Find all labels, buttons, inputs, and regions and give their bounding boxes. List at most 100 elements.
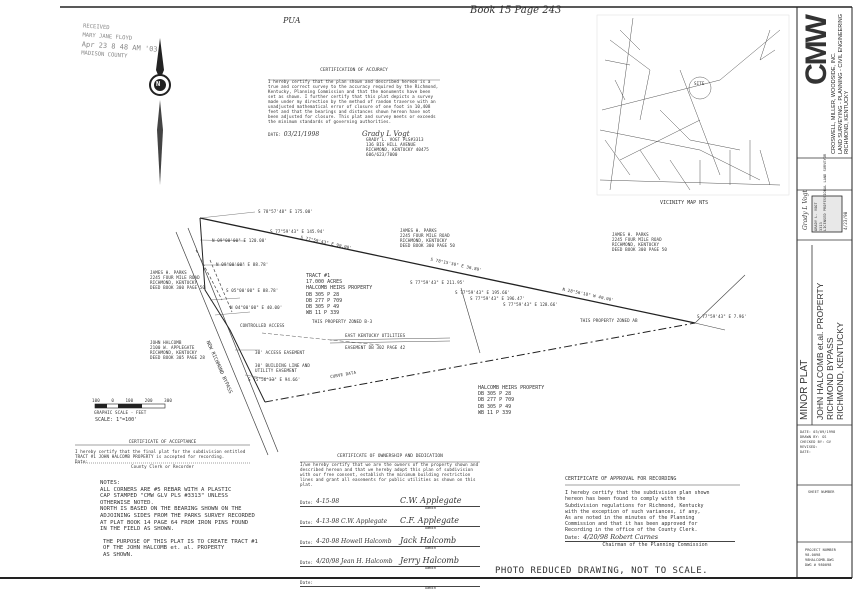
certificate-accuracy-title: CERTIFICATION OF ACCURACY bbox=[320, 68, 388, 73]
owner-date-label: Date: bbox=[300, 520, 314, 525]
project-number: 98-0098 bbox=[805, 553, 821, 557]
certificate-ownership: CERTIFICATE OF OWNERSHIP AND DEDICATION … bbox=[300, 454, 480, 590]
note-line: OTHERWISE NOTED. bbox=[100, 499, 154, 506]
approval-date-label: Date: bbox=[565, 534, 581, 541]
tract-line: HALCOMB HEIRS PROPERTY bbox=[306, 285, 373, 292]
owner-signature: Jerry Halcomb bbox=[400, 556, 459, 565]
drawing-info: DATE: 03/09/1998 DRAWN BY: GS CHECKED BY… bbox=[800, 430, 835, 455]
utilities-label: EAST KENTUCKY UTILITIES bbox=[345, 333, 406, 338]
surveyor-signature: Grady L Vogt bbox=[361, 130, 410, 138]
owner-date-label: Date: bbox=[300, 540, 314, 545]
neighbor-line: 2100 W. APPLEGATE bbox=[150, 345, 195, 350]
site-label: SITE bbox=[694, 81, 705, 86]
notes: NOTES: ALL CORNERS ARE #5 REBAR WITH A P… bbox=[100, 480, 258, 559]
scale-caption: GRAPHIC SCALE - FEET bbox=[94, 410, 147, 415]
footer-note: PHOTO REDUCED DRAWING, NOT TO SCALE. bbox=[495, 566, 709, 576]
scale-text: SCALE: 1"=100' bbox=[95, 417, 138, 423]
halcomb-lower-label: HALCOMB HEIRS PROPERTY DB 305 P 28 DB 27… bbox=[478, 385, 544, 416]
acceptance-sign-label: County Clerk or Recorder bbox=[131, 464, 194, 469]
notes-heading: NOTES: bbox=[100, 480, 121, 486]
info-line: CHECKED BY: GV bbox=[800, 440, 831, 444]
seal-signature: Grady L Vogt bbox=[802, 190, 809, 230]
approval-title: CERTIFICATE OF APPROVAL FOR RECORDING bbox=[565, 476, 677, 482]
halcomb-line: DB 305 P 28 bbox=[478, 391, 512, 398]
project-number-block: PROJECT NUMBER 98-0098 98HALCOMB.DWG DWG… bbox=[805, 548, 836, 568]
graphic-scale bbox=[94, 403, 166, 409]
owner-signature: Jack Halcomb bbox=[400, 536, 457, 545]
bearing-label: S 75°56'33" E 94.66' bbox=[248, 377, 301, 382]
neighbor-line: RICHMOND, KENTUCKY bbox=[150, 350, 198, 355]
ownership-title: CERTIFICATE OF OWNERSHIP AND DEDICATION bbox=[337, 454, 443, 459]
approval-line: with the exception of such variances, if… bbox=[565, 508, 701, 515]
neighbor-line: DEED BOOK 300 PAGE 50 bbox=[612, 247, 668, 252]
firm-lines: CROSWELL, MILLER, WOODSIDE, INC. LAND SU… bbox=[831, 14, 851, 154]
scale-tick: 200 bbox=[144, 398, 153, 403]
date-label: DATE: bbox=[268, 132, 282, 137]
info-line: REVISED: bbox=[800, 445, 818, 449]
scale-tick: 300 bbox=[164, 398, 172, 403]
owner-role: OWNER bbox=[425, 506, 437, 510]
approval-line: I hereby certify that the subdivision pl… bbox=[565, 490, 710, 497]
bearing-label: S 77°59'43" E 128.66' bbox=[503, 302, 559, 307]
date-value: 03/21/1998 bbox=[283, 131, 320, 138]
info-line: DRAWN BY: GS bbox=[800, 435, 827, 439]
approval-line: Recording in the office of the County Cl… bbox=[565, 527, 698, 534]
surveyor-line: 136 BIG HILL AVENUE bbox=[366, 142, 416, 147]
acceptance-date-label: Date: bbox=[75, 459, 89, 464]
owner-signature: C.W. Applegate bbox=[400, 496, 462, 505]
firm-line: RICHMOND, KENTUCKY bbox=[844, 90, 851, 154]
approval-line: Subdivision regulations for Richmond, Ke… bbox=[565, 502, 704, 509]
tract-line: WB 11 P 339 bbox=[306, 310, 340, 317]
purpose-line: OF THE JOHN HALCOMB et. al. PROPERTY bbox=[103, 545, 225, 552]
owner-role: OWNER bbox=[425, 546, 437, 550]
certificate-accuracy-body: I hereby certify that the plan shown and… bbox=[268, 79, 439, 124]
project-lines: JOHN HALCOMB et.al. PROPERTY RICHMOND BY… bbox=[815, 283, 845, 420]
bearing-label: S 77°59'43" E 145.94' bbox=[270, 229, 326, 234]
owner-date: 4-15-98 bbox=[316, 498, 340, 505]
neighbor-line: RICHMOND, KENTUCKY bbox=[612, 242, 660, 247]
bearing-label: S 78°57'48" E 175.00' bbox=[258, 209, 314, 214]
north-boundary bbox=[199, 217, 696, 324]
neighbor-line: 2245 FOUR MILE ROAD bbox=[150, 275, 200, 280]
scale-tick: 100 bbox=[92, 398, 100, 403]
certificate-acceptance: CERTIFICATE OF ACCEPTANCE I hereby certi… bbox=[75, 440, 250, 469]
surveyor-seal bbox=[811, 195, 843, 233]
received-stamp: RECEIVED MARY JANE FLOYD Apr 23 8 48 AM … bbox=[81, 22, 159, 63]
tract-line: 17.000 ACRES bbox=[306, 279, 343, 286]
project-line: RICHMOND, KENTUCKY bbox=[835, 322, 845, 420]
controlled-access-label: CONTROLLED ACCESS bbox=[240, 323, 285, 328]
certificate-approval: CERTIFICATE OF APPROVAL FOR RECORDING I … bbox=[565, 476, 745, 548]
handwritten-book-ref: Book 15 Page 243 bbox=[470, 5, 562, 16]
bearing-label: S 77°59'43" E 7.96' bbox=[697, 314, 747, 319]
seal-text: GRADY L. VOGT 3313 LICENSED PROFESSIONAL… bbox=[814, 154, 828, 231]
ownership-body: I/we hereby certify that we are the owne… bbox=[300, 462, 479, 487]
note-line: NORTH IS BASED ON THE BEARING SHOWN ON T… bbox=[100, 506, 242, 513]
neighbor-line: DEED BOOK 300 PAGE 50 bbox=[150, 285, 206, 290]
project-number-label: PROJECT NUMBER bbox=[805, 548, 836, 552]
surveyor-line: 606/623/7000 bbox=[366, 152, 398, 157]
surveyor-line: RICHMOND, KENTUCKY 40475 bbox=[366, 147, 429, 152]
zoning-left: THIS PROPERTY ZONED B-3 bbox=[312, 319, 373, 325]
neighbor-line: DEED BOOK 300 PAGE 50 bbox=[400, 243, 456, 248]
approval-line: hereon has been found to comply with the bbox=[565, 496, 686, 503]
pua-note: PUA bbox=[283, 16, 301, 25]
bearing-label: N 04°00'00" E 40.00' bbox=[230, 305, 283, 310]
firm-line: CROSWELL, MILLER, WOODSIDE, INC. bbox=[831, 52, 837, 154]
approval-sign-label: Chairman of the Planning Commission bbox=[602, 541, 708, 548]
project-line: RICHMOND BYPASS bbox=[825, 337, 835, 421]
neighbor-line: JOHN HALCOMB bbox=[150, 340, 182, 345]
access-easement-label: 30' ACCESS EASEMENT bbox=[255, 350, 305, 355]
bearing-label: N 09°00'00" E 88.78' bbox=[216, 262, 269, 267]
owner-date: 4-20-98 Howell Halcomb bbox=[316, 538, 392, 545]
vicinity-map-caption: VICINITY MAP NTS bbox=[660, 200, 709, 206]
owner-date-label: Date: bbox=[300, 500, 314, 505]
halcomb-line: DB 277 P 709 bbox=[478, 397, 515, 404]
bearing-label: S 77°59'43" E 195.66' bbox=[455, 290, 511, 295]
info-line: DATE: 03/09/1998 bbox=[800, 430, 836, 434]
